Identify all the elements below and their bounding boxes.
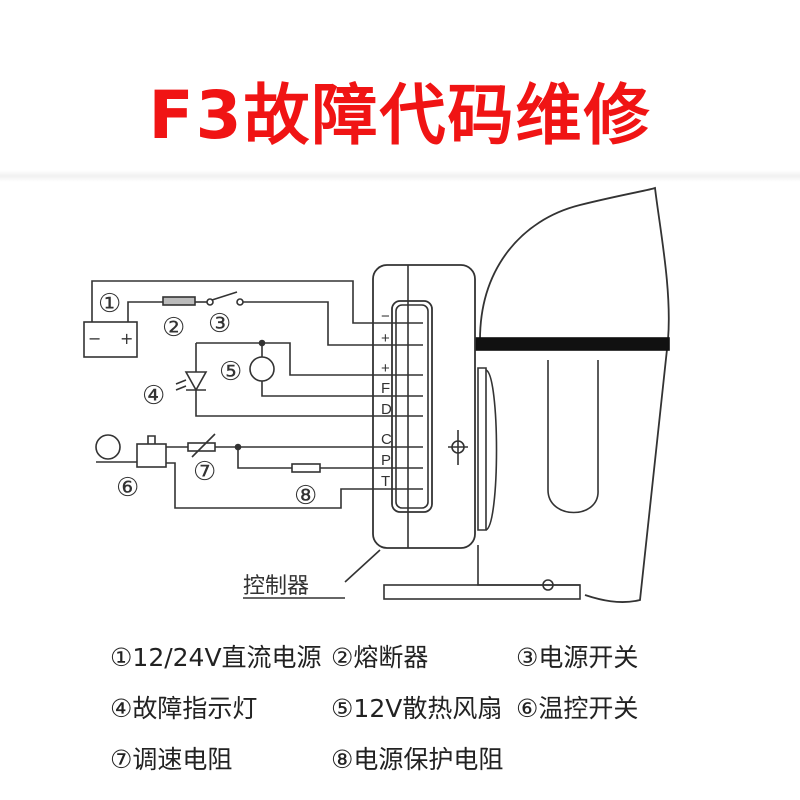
marker-4: ④ [142, 381, 165, 411]
mount-screw [542, 579, 554, 591]
pin-label: P [381, 452, 391, 469]
diagram-labels: − + − + + F D C P T ① ② ③ ④ ⑤ ⑥ ⑦ ⑧ 控制器 [88, 289, 392, 599]
protect-resistor-icon [291, 463, 321, 473]
pin-label: T [381, 473, 390, 490]
marker-6: ⑥ [116, 473, 139, 503]
legend-item: ⑥温控开关 [516, 694, 639, 723]
wires [83, 280, 423, 599]
pin-label: + [381, 330, 390, 347]
marker-7: ⑦ [193, 457, 216, 487]
controller [372, 264, 476, 549]
marker-2: ② [162, 313, 185, 343]
marker-3: ③ [208, 309, 231, 339]
battery-plus: + [120, 329, 133, 348]
battery-minus: − [88, 329, 101, 348]
sensor-bulb-icon [95, 434, 121, 460]
led-icon [184, 371, 208, 392]
marker-8: ⑧ [294, 481, 317, 511]
pin-label: F [381, 380, 390, 397]
legend-item: ④故障指示灯 [110, 694, 258, 723]
pin-label: − [381, 308, 390, 325]
thermostat-icon [136, 443, 167, 468]
marker-5: ⑤ [219, 357, 242, 387]
base-plate [383, 584, 581, 600]
legend-item: ⑤12V散热风扇 [331, 694, 503, 723]
compressor-unit [383, 186, 670, 603]
pin-label: D [381, 401, 392, 418]
legend-item: ⑦调速电阻 [110, 745, 233, 774]
legend-item: ⑧电源保护电阻 [331, 745, 504, 774]
page-title: F3故障代码维修 [148, 77, 652, 154]
black-band [475, 337, 670, 351]
background-band [0, 170, 800, 182]
fan-icon [249, 356, 275, 382]
legend-item: ②熔断器 [331, 643, 429, 672]
controller-label: 控制器 [243, 574, 309, 599]
legend-item: ①12/24V直流电源 [110, 643, 322, 672]
legend-item: ③电源开关 [516, 643, 639, 672]
pin-label: + [381, 360, 390, 377]
pin-label: C [381, 431, 392, 448]
marker-1: ① [98, 289, 121, 319]
